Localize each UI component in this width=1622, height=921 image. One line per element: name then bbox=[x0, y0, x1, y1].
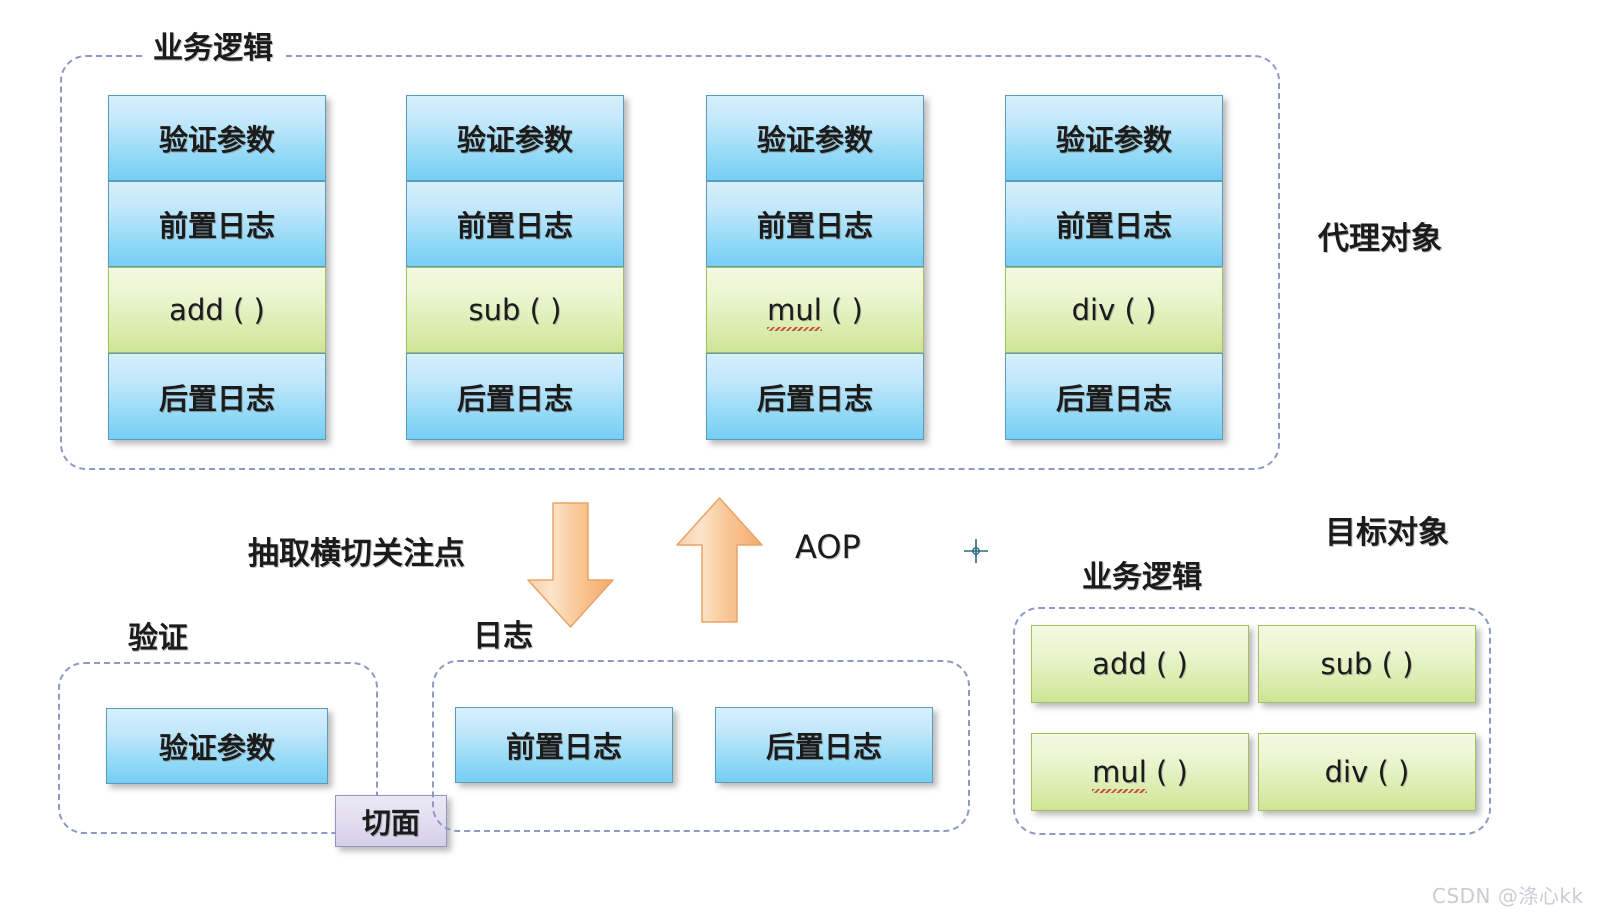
proxy-cell-after-log[interactable]: 后置日志 bbox=[108, 353, 326, 440]
proxy-cell-method-add[interactable]: add ( ) bbox=[108, 267, 326, 353]
target-method-label: mul ( ) bbox=[1092, 755, 1188, 789]
proxy-object-label: 代理对象 bbox=[1318, 221, 1442, 257]
proxy-cell-after-log[interactable]: 后置日志 bbox=[1005, 353, 1223, 440]
proxy-cell-before-log[interactable]: 前置日志 bbox=[406, 181, 624, 267]
aop-label: AOP bbox=[795, 528, 861, 566]
proxy-method-label: div ( ) bbox=[1071, 293, 1157, 327]
target-box-div[interactable]: div ( ) bbox=[1258, 733, 1476, 811]
proxy-cell-validate-params[interactable]: 验证参数 bbox=[406, 95, 624, 181]
target-business-logic-panel-label: 业务逻辑 bbox=[1072, 563, 1212, 593]
proxy-cell-method-mul[interactable]: mul ( ) bbox=[706, 267, 924, 353]
proxy-cell-validate-params[interactable]: 验证参数 bbox=[706, 95, 924, 181]
proxy-business-logic-panel bbox=[60, 55, 1280, 470]
target-object-label: 目标对象 bbox=[1325, 515, 1449, 551]
proxy-cell-before-log[interactable]: 前置日志 bbox=[108, 181, 326, 267]
proxy-method-parens: ( ) bbox=[821, 293, 863, 327]
target-box-sub[interactable]: sub ( ) bbox=[1258, 625, 1476, 703]
proxy-column-div: 验证参数 前置日志 div ( ) 后置日志 bbox=[1005, 95, 1223, 440]
up-arrow-icon bbox=[672, 495, 767, 625]
proxy-column-add: 验证参数 前置日志 add ( ) 后置日志 bbox=[108, 95, 326, 440]
proxy-method-label: sub ( ) bbox=[468, 293, 562, 327]
proxy-business-logic-panel-label: 业务逻辑 bbox=[143, 34, 283, 64]
proxy-cell-after-log[interactable]: 后置日志 bbox=[706, 353, 924, 440]
proxy-cell-after-log[interactable]: 后置日志 bbox=[406, 353, 624, 440]
target-business-logic-panel bbox=[1013, 607, 1491, 835]
validation-box-validate-params[interactable]: 验证参数 bbox=[106, 708, 328, 784]
crosshair-cursor-icon bbox=[962, 537, 990, 565]
spellcheck-underline-mul: mul bbox=[767, 293, 822, 327]
target-method-parens: ( ) bbox=[1146, 755, 1188, 789]
validation-panel-label: 验证 bbox=[118, 624, 198, 654]
csdn-watermark: CSDN @涤心kk bbox=[1432, 884, 1584, 908]
spellcheck-underline-mul: mul bbox=[1092, 755, 1147, 789]
proxy-cell-validate-params[interactable]: 验证参数 bbox=[108, 95, 326, 181]
proxy-cell-method-div[interactable]: div ( ) bbox=[1005, 267, 1223, 353]
proxy-cell-before-log[interactable]: 前置日志 bbox=[1005, 181, 1223, 267]
proxy-column-sub: 验证参数 前置日志 sub ( ) 后置日志 bbox=[406, 95, 624, 440]
proxy-column-mul: 验证参数 前置日志 mul ( ) 后置日志 bbox=[706, 95, 924, 440]
proxy-method-label: add ( ) bbox=[169, 293, 265, 327]
log-panel bbox=[432, 660, 970, 832]
target-box-mul[interactable]: mul ( ) bbox=[1031, 733, 1249, 811]
log-box-before-log[interactable]: 前置日志 bbox=[455, 707, 673, 783]
validation-panel bbox=[58, 662, 378, 834]
target-box-add[interactable]: add ( ) bbox=[1031, 625, 1249, 703]
proxy-method-label: mul ( ) bbox=[767, 293, 863, 327]
log-panel-label: 日志 bbox=[463, 622, 543, 652]
aspect-box[interactable]: 切面 bbox=[335, 795, 447, 847]
log-box-after-log[interactable]: 后置日志 bbox=[715, 707, 933, 783]
extract-crosscutting-concerns-label: 抽取横切关注点 bbox=[248, 536, 465, 572]
down-arrow-icon bbox=[523, 500, 618, 630]
proxy-cell-method-sub[interactable]: sub ( ) bbox=[406, 267, 624, 353]
proxy-cell-before-log[interactable]: 前置日志 bbox=[706, 181, 924, 267]
proxy-cell-validate-params[interactable]: 验证参数 bbox=[1005, 95, 1223, 181]
